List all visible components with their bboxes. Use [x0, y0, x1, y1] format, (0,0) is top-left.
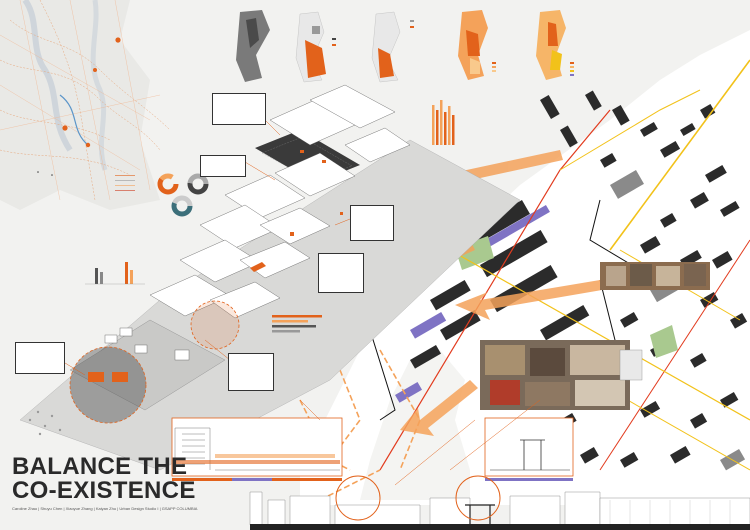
- title-line-1: BALANCE THE: [12, 453, 188, 480]
- age-distribution-bars: [432, 100, 455, 145]
- note-box: [200, 155, 246, 177]
- note-box: [350, 205, 394, 241]
- note-box: [15, 342, 65, 374]
- note-box: [212, 93, 266, 125]
- donut-chart-icon: [157, 173, 209, 217]
- title-line-2: CO-EXISTENCE: [12, 477, 196, 504]
- comparison-maps: [236, 10, 574, 83]
- credits-line: Caroline Zhao | Shuyu Chen | Xiaoyue Zha…: [12, 506, 198, 511]
- axonometric-model: [19, 84, 521, 471]
- income-bars: [85, 262, 145, 285]
- photo-collage: [480, 262, 710, 410]
- employment-bars: [272, 315, 322, 333]
- context-map: [0, 0, 171, 210]
- aerial-map: [299, 30, 750, 530]
- poster-title: BALANCE THE CO-EXISTENCE Caroline Zhao |…: [12, 453, 242, 512]
- note-box: [318, 253, 364, 293]
- map-pin-icon: [115, 37, 121, 43]
- street-section: [171, 417, 574, 481]
- skyline-section: [0, 475, 750, 530]
- note-box: [228, 353, 274, 391]
